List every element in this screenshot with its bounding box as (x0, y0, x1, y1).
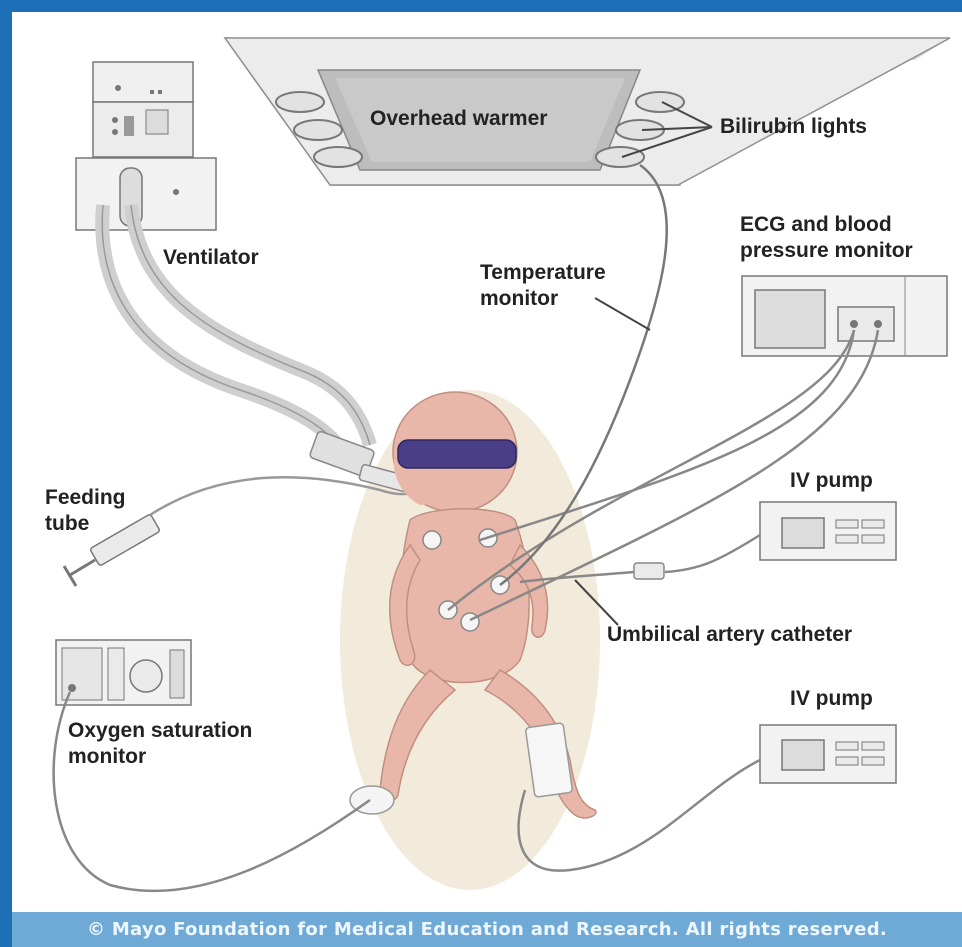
oxygen-saturation-monitor (56, 640, 191, 705)
label-bilirubin-lights: Bilirubin lights (720, 114, 867, 140)
ecg-bp-monitor (742, 276, 947, 356)
iv-pump-bottom (760, 725, 896, 783)
label-temperature-monitor: Temperature monitor (480, 260, 606, 312)
catheter-connector (634, 563, 664, 579)
label-ventilator: Ventilator (163, 245, 259, 271)
iv-line-top (665, 535, 760, 572)
bilirubin-light (596, 147, 644, 167)
bilirubin-light (276, 92, 324, 112)
copyright-footer: © Mayo Foundation for Medical Education … (12, 912, 962, 947)
bilirubin-light (314, 147, 362, 167)
label-iv-pump-bottom: IV pump (790, 686, 873, 712)
label-iv-pump-top: IV pump (790, 468, 873, 494)
label-ecg-monitor: ECG and blood pressure monitor (740, 212, 913, 264)
bilirubin-light (294, 120, 342, 140)
overhead-warmer (225, 38, 950, 185)
ventilator-tube (131, 205, 370, 445)
eye-mask (398, 440, 516, 468)
label-feeding-tube: Feeding tube (45, 485, 126, 537)
ecg-electrode (423, 531, 441, 549)
label-oxygen-monitor: Oxygen saturation monitor (68, 718, 252, 770)
label-umbilical-catheter: Umbilical artery catheter (607, 622, 852, 648)
iv-pump-top (760, 502, 896, 560)
label-overhead-warmer: Overhead warmer (370, 106, 547, 132)
